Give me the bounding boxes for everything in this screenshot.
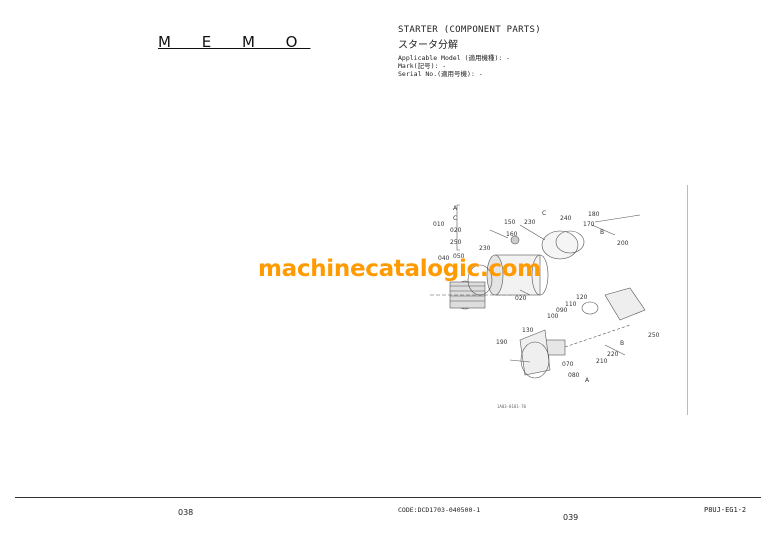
mark: Mark(記号): - [398, 62, 447, 70]
callout-040: 040 [438, 255, 450, 262]
callout-090: 090 [556, 307, 568, 314]
callout-210: 210 [596, 358, 608, 365]
callout-250: 250 [450, 239, 462, 246]
memo-heading: M E M O [158, 33, 311, 51]
callout-230-b: 230 [479, 245, 491, 252]
document-code: CODE:DCD1703-040500-1 [398, 506, 481, 514]
callout-080: 080 [568, 372, 580, 379]
callout-100: 100 [547, 313, 559, 320]
serial-no: Serial No.(適用号機): - [398, 70, 483, 78]
callout-b2: B [620, 340, 624, 347]
callout-240: 240 [560, 215, 572, 222]
meta-block: Applicable Model (適用機種): - Mark(記号): - S… [398, 54, 541, 78]
callout-110: 110 [565, 301, 577, 308]
callout-a2: A [585, 377, 590, 384]
callout-200: 200 [617, 240, 629, 247]
title-en: STARTER (COMPONENT PARTS) [398, 25, 541, 35]
page-fold-line [687, 185, 688, 415]
callout-010: 010 [433, 221, 445, 228]
callout-070: 070 [562, 361, 574, 368]
callout-220: 220 [607, 351, 619, 358]
title-block: STARTER (COMPONENT PARTS) スタータ分解 Applica… [398, 25, 541, 78]
callout-b: B [600, 229, 604, 236]
callout-250-b: 250 [648, 332, 660, 339]
callout-050: 050 [453, 253, 465, 260]
watermark: machinecatalogic.com [258, 256, 541, 282]
callout-020-b: 020 [515, 295, 527, 302]
figure-id: 1A03-0181-70 [497, 404, 526, 409]
page-number-left: 038 [178, 508, 194, 517]
callout-230: 230 [524, 219, 536, 226]
callout-180: 180 [588, 211, 600, 218]
callout-160: 160 [506, 231, 518, 238]
callout-120: 120 [576, 294, 588, 301]
callout-170: 170 [583, 221, 595, 228]
callout-020: 020 [450, 227, 462, 234]
page-number-right: 039 [563, 513, 579, 522]
callout-a: A [453, 205, 458, 212]
callout-150: 150 [504, 219, 516, 226]
title-jp: スタータ分解 [398, 40, 458, 51]
callout-c2: C [542, 210, 546, 217]
document-id: P8UJ-EG1-2 [704, 506, 747, 514]
applicable-model: Applicable Model (適用機種): - [398, 54, 511, 62]
callout-c: C [453, 215, 457, 222]
callout-130: 130 [522, 327, 534, 334]
footer-rule [15, 497, 761, 498]
starter-exploded-diagram: 010 A C 020 250 150 230 160 C 240 180 17… [430, 204, 660, 384]
callout-190: 190 [496, 339, 508, 346]
